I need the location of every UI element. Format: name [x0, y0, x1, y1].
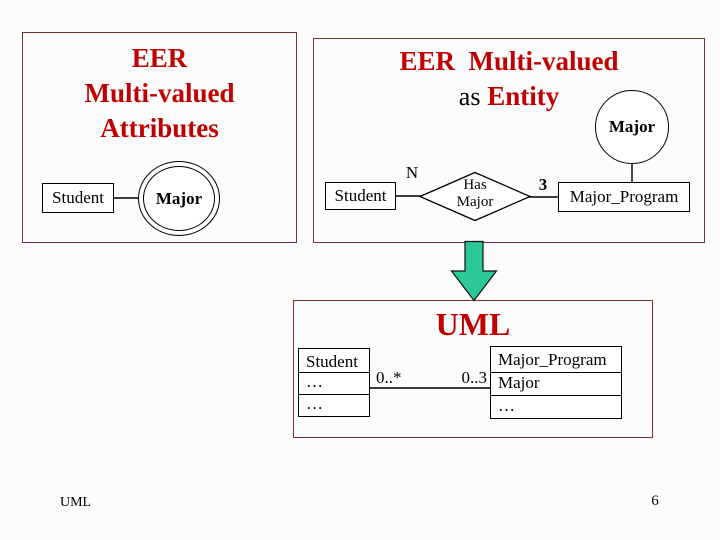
cardinality-3-label: 3	[538, 175, 548, 194]
uml-panel-title: UML	[435, 306, 511, 342]
relationship-label-line1: Has	[463, 177, 487, 193]
uml-class-student-attr-1: …	[299, 372, 369, 394]
transformation-down-arrow-icon	[450, 240, 498, 302]
eer-entity-major-program-label: Major_Program	[569, 187, 679, 206]
relationship-diamond	[418, 171, 532, 222]
uml-multiplicity-left: 0..*	[376, 368, 402, 387]
eer-attribute-major: Major	[595, 90, 669, 164]
left-panel-title-line1: EER	[131, 43, 188, 73]
title-as-text: as	[458, 82, 481, 111]
eer-attribute-major-label: Major	[608, 117, 656, 136]
eer-entity-student-right: Student	[325, 182, 396, 210]
slide-page-number: 6	[651, 493, 659, 509]
uml-class-student: Student … …	[298, 348, 370, 417]
right-panel-title-line1: EER Multi-valued	[399, 46, 619, 76]
eer-entity-student-right-label: Student	[334, 186, 387, 205]
left-panel-title: EER Multi-valued Attributes	[23, 33, 296, 146]
right-panel-title-line2: as Entity	[314, 79, 704, 114]
uml-class-major-program: Major_Program Major …	[490, 346, 622, 419]
eer-multivalued-attribute-label: Major	[155, 188, 203, 208]
panel-eer-multivalued-as-entity: EER Multi-valued as Entity	[313, 38, 705, 243]
panel-eer-multivalued-attributes: EER Multi-valued Attributes	[22, 32, 297, 243]
slide-footer-label: UML	[60, 495, 92, 510]
cardinality-n-label: N	[405, 163, 419, 182]
right-panel-title: EER Multi-valued as Entity	[314, 39, 704, 114]
uml-class-student-name: Student	[306, 352, 358, 371]
title-entity-text: Entity	[487, 81, 560, 111]
uml-class-major-program-name: Major_Program	[498, 350, 607, 369]
left-panel-title-line3: Attributes	[100, 113, 219, 143]
uml-multiplicity-right: 0..3	[461, 368, 488, 387]
eer-entity-student-left-label: Student	[52, 188, 104, 207]
relationship-has-major-label: Has Major	[420, 177, 530, 211]
eer-entity-major-program: Major_Program	[558, 182, 690, 212]
eer-multivalued-inner-circle: Major	[143, 166, 215, 231]
left-panel-title-line2: Multi-valued	[84, 78, 235, 108]
uml-class-student-attr-2: …	[299, 394, 369, 416]
eer-entity-student-left: Student	[42, 183, 114, 213]
eer-multivalued-attribute-major: Major	[138, 161, 220, 236]
uml-class-major-program-attr-1: Major	[491, 372, 621, 395]
relationship-label-line2: Major	[456, 194, 494, 210]
uml-class-major-program-attr-2: …	[491, 395, 621, 418]
panel-uml: UML	[293, 300, 653, 438]
